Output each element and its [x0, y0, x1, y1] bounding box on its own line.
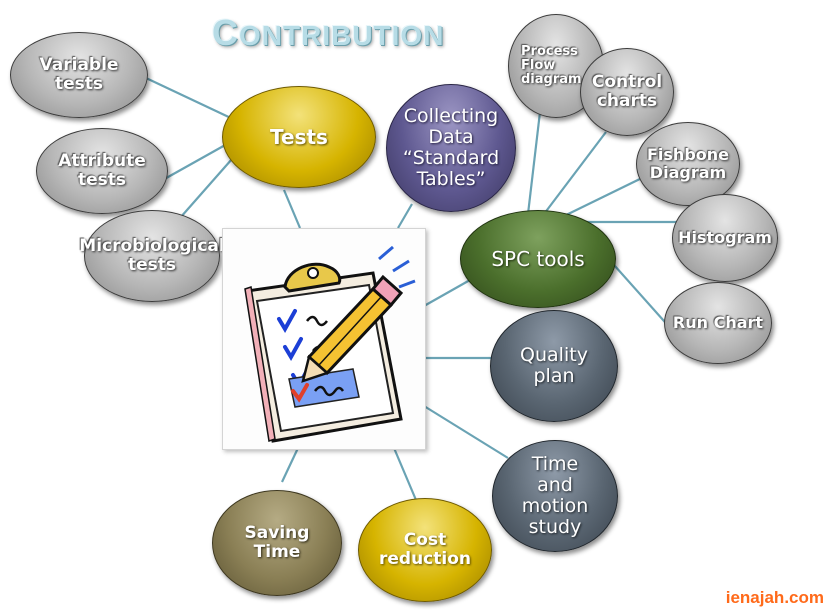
node-variable-tests: Variable tests — [10, 32, 148, 118]
node-saving-time-label: Saving Time — [244, 523, 310, 562]
connector-saving-center — [281, 447, 299, 483]
node-spc-tools-label: SPC tools — [491, 247, 585, 271]
node-variable-tests-label: Variable tests — [39, 55, 119, 94]
node-quality-plan: Quality plan — [490, 310, 618, 422]
connector-cost-center — [392, 447, 418, 501]
page-title: CONTRIBUTION — [212, 12, 444, 54]
node-saving-time: Saving Time — [212, 490, 342, 596]
connector-runchart-spc — [605, 255, 673, 331]
title-initial: C — [212, 12, 239, 53]
node-collecting-data: Collecting Data “Standard Tables” — [386, 84, 516, 212]
connector-control-spc — [543, 131, 607, 215]
node-histogram: Histogram — [672, 194, 778, 282]
connector-spc-center — [423, 279, 471, 307]
node-control-charts-label: Control charts — [591, 72, 663, 111]
node-process-flow-diagram-label: Process Flow diagram — [521, 43, 582, 88]
node-microbiological-tests-label: Microbiological tests — [79, 236, 225, 275]
node-tests-label: Tests — [270, 125, 328, 149]
node-fishbone-diagram-label: Fishbone Diagram — [646, 145, 729, 182]
node-cost-reduction: Cost reduction — [358, 498, 492, 602]
node-run-chart-label: Run Chart — [672, 313, 764, 333]
connector-fishbone-spc — [559, 175, 647, 219]
connector-time-center — [423, 405, 509, 459]
node-cost-reduction-label: Cost reduction — [379, 530, 471, 569]
node-fishbone-diagram: Fishbone Diagram — [636, 122, 740, 206]
node-collecting-data-label: Collecting Data “Standard Tables” — [402, 105, 500, 190]
node-control-charts: Control charts — [580, 48, 674, 136]
node-run-chart: Run Chart — [664, 282, 772, 364]
node-attribute-tests: Attribute tests — [36, 128, 168, 214]
connector-collecting-center — [397, 203, 413, 229]
node-attribute-tests-label: Attribute tests — [58, 151, 146, 190]
node-quality-plan-label: Quality plan — [520, 344, 588, 387]
clipboard-illustration-frame — [222, 228, 426, 450]
title-rest: ONTRIBUTION — [239, 20, 445, 51]
clipboard-pencil-icon — [244, 245, 416, 443]
site-watermark: ienajah.com — [725, 588, 824, 607]
connector-tests-center — [282, 189, 302, 229]
connector-processflow-spc — [526, 111, 542, 215]
node-time-motion-study-label: Time and motion study — [521, 453, 589, 538]
node-microbiological-tests: Microbiological tests — [79, 210, 225, 302]
node-spc-tools: SPC tools — [460, 210, 616, 308]
node-time-motion-study: Time and motion study — [492, 440, 618, 552]
node-tests: Tests — [222, 86, 376, 188]
node-histogram-label: Histogram — [678, 228, 772, 248]
